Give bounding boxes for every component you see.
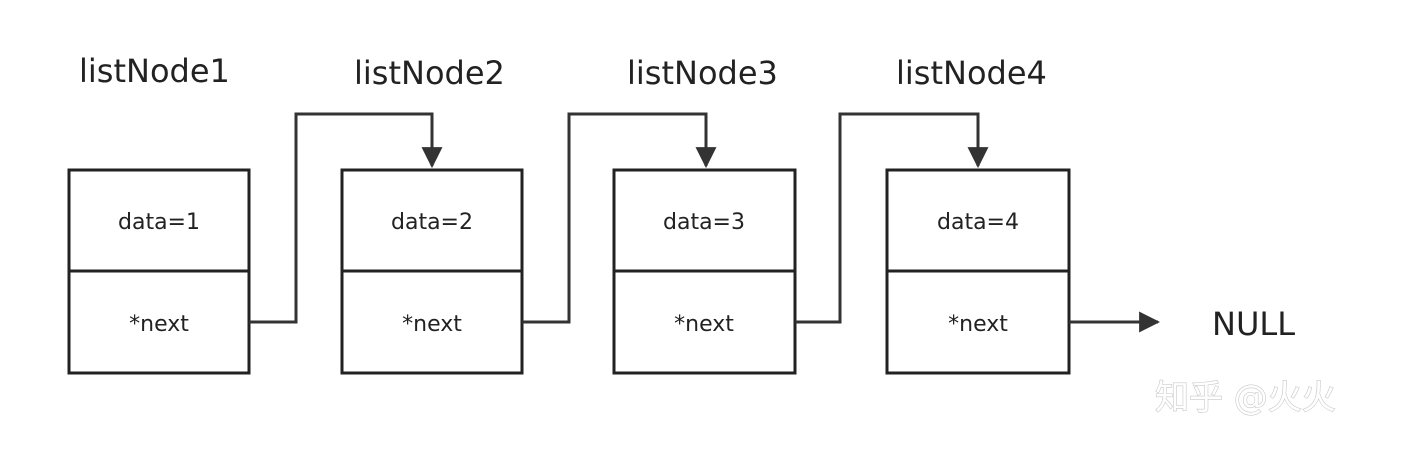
data-field-4: data=4 [937,210,1019,235]
pointer-arrow-3-to-4 [795,112,989,324]
watermark: 知乎 @火火 [1155,378,1336,418]
next-field-2: *next [402,312,462,337]
pointer-arrow-2-to-3 [522,112,717,324]
node-title-3: listNode3 [627,54,778,92]
next-field-1: *next [129,312,189,337]
data-field-1: data=1 [118,210,200,235]
list-node-4: data=4 *next [885,168,1071,375]
node-title-2: listNode2 [354,54,505,92]
list-node-2: data=2 *next [340,168,524,375]
list-node-3: data=3 *next [612,168,797,375]
node-title-4: listNode4 [896,54,1047,92]
next-field-4: *next [948,312,1008,337]
next-field-3: *next [674,312,734,337]
pointer-arrow-1-to-2 [249,112,443,324]
list-node-1: data=1 *next [67,168,251,375]
node-title-1: listNode1 [79,52,230,90]
data-field-3: data=3 [663,210,745,235]
data-field-2: data=2 [391,210,473,235]
null-terminal: NULL [1212,305,1295,343]
